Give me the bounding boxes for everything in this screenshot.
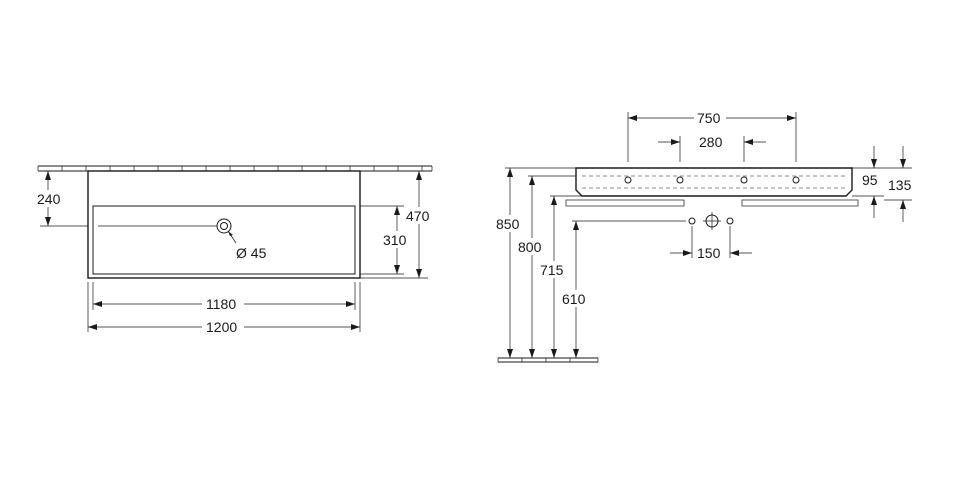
dim-135: 135: [884, 146, 918, 222]
dim-240: 240: [36, 170, 88, 227]
dim-95: 95: [852, 146, 884, 218]
basin-bowl: [92, 205, 356, 275]
dim-1200: 1200: [87, 282, 361, 335]
dim-715-label: 715: [540, 262, 564, 278]
dim-95-label: 95: [862, 172, 878, 188]
basin-edge-dash: [582, 175, 846, 189]
dim-850-label: 850: [496, 216, 520, 232]
pipe-hole-icon: [688, 217, 696, 225]
tap-hole-icon: [624, 176, 632, 184]
dim-800: 800: [516, 176, 546, 358]
dim-280-label: 280: [699, 134, 723, 150]
wall-line: [37, 165, 433, 172]
basin-outline: [87, 170, 361, 279]
dim-610: 610: [561, 221, 591, 358]
front-view: Ø 45 240 470: [36, 165, 433, 335]
dim-470-label: 470: [406, 208, 430, 224]
pipe-hole-icon: [726, 217, 734, 225]
dim-310-label: 310: [383, 232, 407, 248]
height-reference-lines: [505, 167, 686, 222]
drain-icon: [98, 218, 237, 244]
dim-750: 750: [627, 110, 797, 162]
dim-850: 850: [494, 168, 524, 358]
dim-800-label: 800: [518, 239, 542, 255]
dim-240-label: 240: [37, 191, 61, 207]
diameter-label: Ø 45: [236, 245, 267, 261]
dim-1180: 1180: [92, 282, 356, 312]
dim-470: 470: [360, 170, 432, 279]
dim-135-label: 135: [888, 177, 912, 193]
dim-715: 715: [538, 196, 568, 358]
dim-150: 150: [670, 226, 752, 261]
tap-hole-icon: [792, 176, 800, 184]
floor-line: [497, 357, 599, 363]
tap-hole-icon: [740, 176, 748, 184]
dim-610-label: 610: [562, 291, 586, 307]
dim-150-label: 150: [697, 245, 721, 261]
side-view: 750 280 150: [494, 110, 918, 363]
pipe-connection: [688, 212, 734, 230]
tap-hole-icon: [676, 176, 684, 184]
wall-brackets: [565, 199, 859, 207]
dim-750-label: 750: [697, 110, 721, 126]
tap-holes: [624, 176, 800, 184]
dim-280: 280: [658, 134, 766, 162]
dim-1180-label: 1180: [206, 296, 236, 312]
dim-310: 310: [360, 205, 412, 275]
dim-1200-label: 1200: [206, 319, 237, 335]
basin-slab: [575, 167, 853, 197]
